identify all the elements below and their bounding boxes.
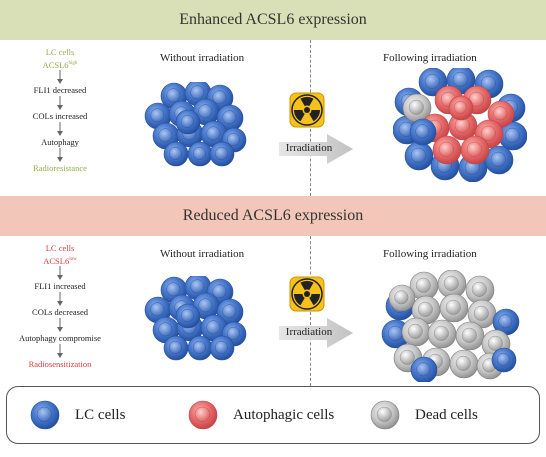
bottom-arrow-shape xyxy=(279,318,353,348)
lc-cell xyxy=(404,141,434,171)
lc-cell xyxy=(163,335,189,361)
bottom-step-3: Autophagy compromise xyxy=(19,333,101,343)
bottom-flow: LC cells ACSL6low FLI1 increased COLs de… xyxy=(5,242,115,370)
legend-cell xyxy=(30,400,60,430)
bottom-irradiated-cluster xyxy=(381,270,520,382)
autophagic-cell xyxy=(487,100,515,128)
top-arrow-label: Irradiation xyxy=(285,142,333,154)
lc-cell xyxy=(175,303,201,329)
autophagic-cell xyxy=(460,135,490,165)
top-step-2: COLs increased xyxy=(32,111,88,121)
flow-arrow xyxy=(5,122,115,136)
legend-autophagic-cells-label: Autophagic cells xyxy=(233,406,335,423)
top-irradiation-arrow: Irradiation xyxy=(279,134,353,169)
top-left-heading: Without irradiation xyxy=(160,52,245,64)
flow-arrow xyxy=(5,292,115,306)
lc-cell xyxy=(175,109,201,135)
autophagic-cell xyxy=(448,95,474,121)
autophagic-cell-icon xyxy=(188,400,218,430)
autophagic-cell xyxy=(432,135,462,165)
lc-cell xyxy=(144,296,172,324)
flow-arrow xyxy=(5,96,115,110)
top-untreated-cluster xyxy=(144,82,247,167)
dead-cell xyxy=(437,270,467,299)
top-step-1: FLI1 decreased xyxy=(33,85,87,95)
bottom-cells-label: LC cells xyxy=(45,243,75,253)
bottom-acsl6-label: ACSL6low xyxy=(43,255,77,266)
top-irradiated-cluster xyxy=(393,68,527,182)
top-right-heading: Following irradiation xyxy=(383,52,477,64)
lc-cell xyxy=(491,347,517,373)
lc-cell xyxy=(410,356,438,382)
lc-cell xyxy=(209,335,235,361)
top-acsl6-label: ACSL6high xyxy=(42,59,78,70)
bottom-outcome: Radiosensitization xyxy=(28,359,92,369)
dead-cell xyxy=(427,319,457,349)
enhanced-expression-banner: Enhanced ACSL6 expression xyxy=(0,0,546,40)
reduced-expression-banner: Reduced ACSL6 expression xyxy=(0,196,546,236)
lc-cell xyxy=(163,141,189,167)
legend: LC cells Autophagic cells Dead cells xyxy=(6,386,540,444)
lc-cell xyxy=(209,141,235,167)
bottom-left-heading: Without irradiation xyxy=(160,248,245,260)
legend-cell xyxy=(370,400,400,430)
bottom-irradiation-arrow: Irradiation xyxy=(279,318,353,353)
legend-cell xyxy=(188,400,218,430)
dead-cell xyxy=(388,284,416,312)
dead-cell xyxy=(439,293,469,323)
bottom-arrow-label: Irradiation xyxy=(285,326,333,338)
lc-cell xyxy=(484,145,514,175)
dead-cell xyxy=(449,349,479,379)
flow-arrow xyxy=(5,148,115,162)
top-radiation-icon xyxy=(289,92,325,128)
top-cells-label: LC cells xyxy=(45,47,75,57)
bottom-step-2: COLs decreased xyxy=(32,307,88,317)
lc-cell xyxy=(200,314,228,342)
legend-autophagic-cells: Autophagic cells xyxy=(187,398,334,432)
legend-lc-cells-label: LC cells xyxy=(75,406,126,423)
legend-dead-cells-label: Dead cells xyxy=(415,406,478,423)
lc-cell xyxy=(409,118,437,146)
top-flow: LC cells ACSL6high FLI1 decreased COLs i… xyxy=(5,46,115,174)
flow-arrow xyxy=(5,344,115,358)
bottom-radiation-icon xyxy=(289,276,325,312)
dead-cell xyxy=(455,321,485,351)
lc-cell xyxy=(492,308,520,336)
top-outcome: Radioresistance xyxy=(33,163,87,173)
bottom-right-heading: Following irradiation xyxy=(383,248,477,260)
lc-cell xyxy=(216,298,244,326)
dead-cell xyxy=(401,317,431,347)
lc-cell xyxy=(187,141,213,167)
bottom-untreated-cluster xyxy=(144,276,247,361)
lc-cell xyxy=(498,121,527,151)
dead-cell xyxy=(409,271,439,301)
dead-cell xyxy=(402,93,432,123)
flow-arrow xyxy=(5,266,115,280)
legend-dead-cells: Dead cells xyxy=(369,398,478,432)
dead-cell xyxy=(465,275,495,305)
dead-cell-icon xyxy=(370,400,400,430)
dead-cell xyxy=(411,295,441,325)
lc-cell-icon xyxy=(30,400,60,430)
top-step-3: Autophagy xyxy=(41,137,79,147)
flow-arrow xyxy=(5,70,115,84)
lc-cell xyxy=(187,335,213,361)
legend-lc-cells: LC cells xyxy=(29,398,125,432)
top-arrow-shape xyxy=(279,134,353,164)
bottom-step-1: FLI1 increased xyxy=(34,281,86,291)
dead-cell xyxy=(467,299,497,329)
flow-arrow xyxy=(5,318,115,332)
